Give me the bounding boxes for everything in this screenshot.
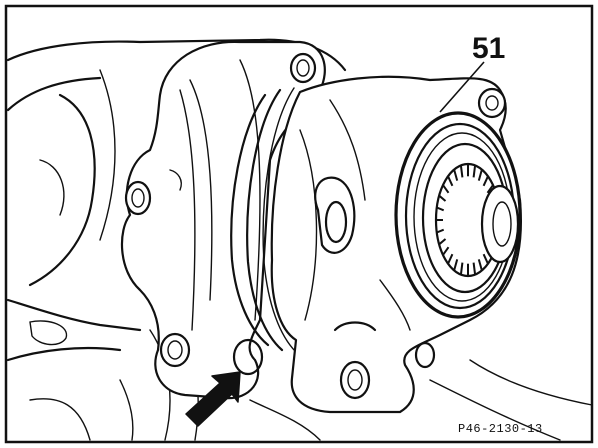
shaft-bore	[480, 184, 520, 264]
reference-code: P46-2130-13	[458, 422, 543, 436]
part-label-51: 51	[472, 32, 505, 65]
spline-tooth	[442, 246, 450, 256]
spline-tooth	[472, 165, 477, 178]
spline-tooth	[447, 253, 454, 265]
o-ring	[232, 338, 264, 376]
spline-tooth	[436, 228, 445, 234]
spline-tooth	[482, 253, 489, 265]
gasket-ring	[230, 87, 297, 353]
spline-tooth	[459, 165, 464, 178]
spline-tooth	[442, 184, 450, 194]
spline-tooth	[472, 262, 477, 275]
spline-tooth	[486, 184, 494, 194]
mounting-flange	[120, 40, 326, 400]
spline-tooth	[453, 169, 459, 181]
spline-tooth	[436, 206, 445, 212]
spline-tooth	[482, 175, 489, 187]
spline-tooth	[459, 262, 464, 275]
spline-tooth	[477, 169, 483, 181]
leader-line	[439, 61, 485, 113]
arrow-icon	[185, 371, 241, 427]
spline-tooth	[447, 175, 454, 187]
spline-tooth	[438, 194, 447, 202]
spline-tooth	[453, 259, 459, 271]
spline-tooth	[477, 259, 483, 271]
spline-tooth	[438, 238, 447, 246]
